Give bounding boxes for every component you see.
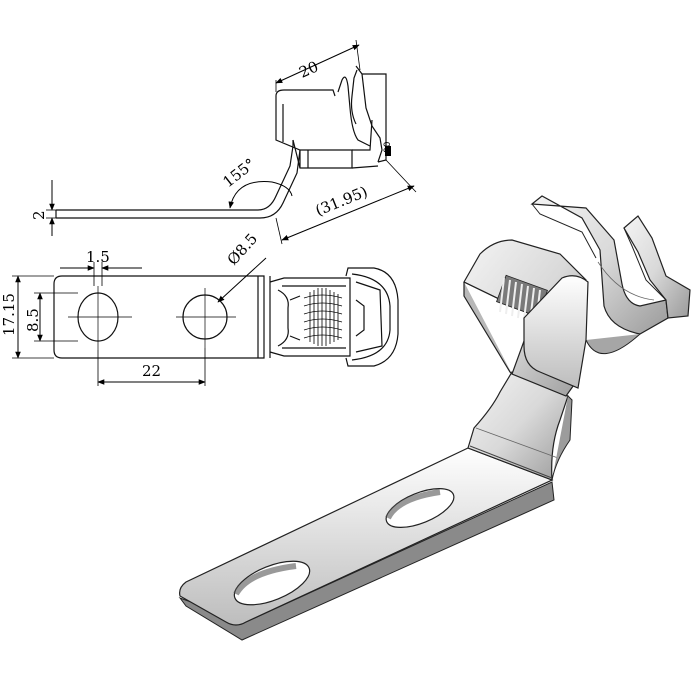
isometric-view [178, 195, 691, 641]
dim-hole-8-5: 8.5 [24, 308, 42, 332]
side-view: 00 20 155° 2 (31.95) [30, 39, 417, 245]
top-view: Ø8.5 1.5 17.15 8.5 22 [0, 230, 399, 386]
serrations [303, 288, 343, 346]
dim-slot-1-5: 1.5 [86, 248, 110, 266]
dim-width-20: 20 [296, 57, 321, 81]
dim-height-17-15: 17.15 [0, 293, 18, 336]
dim-pitch-22: 22 [142, 362, 161, 380]
dim-hole-dia: Ø8.5 [224, 230, 262, 269]
dim-thickness-2: 2 [30, 210, 48, 220]
dim-angle-155: 155° [219, 155, 259, 191]
dim-length-31-95: (31.95) [313, 183, 370, 220]
tiny-label: 00 [383, 141, 393, 153]
